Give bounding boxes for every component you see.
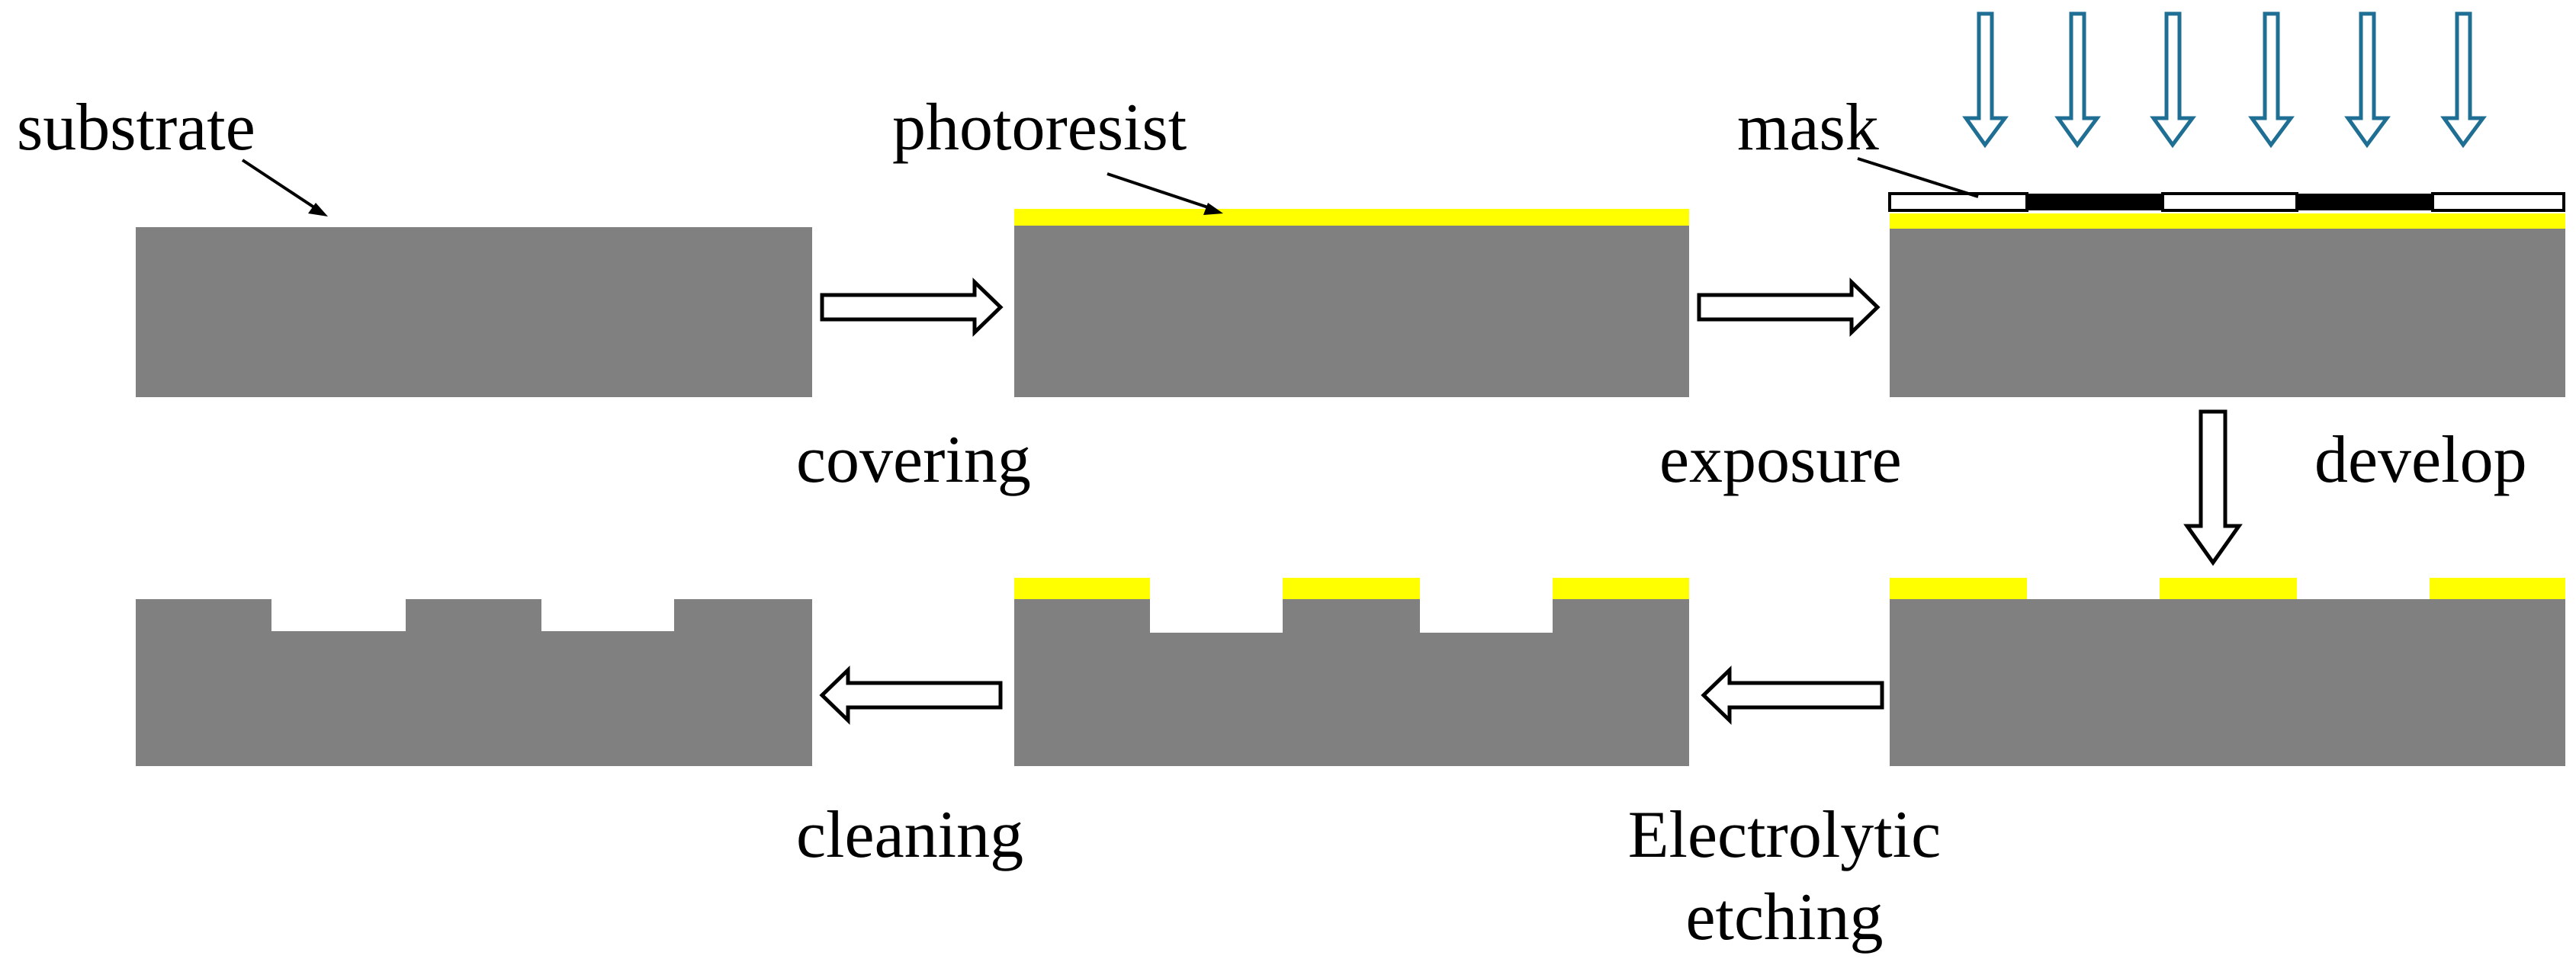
- uv-arrow-2: [2054, 11, 2101, 149]
- substrate-block-2: [1014, 226, 1689, 397]
- label-develop: develop: [2314, 423, 2527, 497]
- label-mask: mask: [1737, 91, 1879, 165]
- label-electrolytic: Electrolytic: [1627, 798, 1942, 872]
- label-exposure: exposure: [1659, 423, 1902, 497]
- uv-arrow-4: [2248, 11, 2295, 149]
- photoresist-pattern-b3: [1553, 578, 1689, 599]
- uv-arrow-1: [1962, 11, 2009, 149]
- substrate-block-5: [1014, 599, 1689, 766]
- substrate-block-1: [136, 227, 812, 397]
- photoresist-pointer-head: [1203, 203, 1223, 215]
- mask-pointer: [1857, 157, 1979, 198]
- photoresist-pattern-b2: [1283, 578, 1420, 599]
- process-arrow-cleaning: [819, 665, 1003, 725]
- substrate-block-6: [136, 599, 812, 766]
- label-covering: covering: [796, 423, 1031, 497]
- substrate-block-4: [1890, 599, 2565, 766]
- photoresist-pattern-a1: [1890, 578, 2027, 599]
- photoresist-pattern-a3: [2430, 578, 2565, 599]
- mask-clear-1: [1888, 192, 2028, 212]
- uv-arrow-3: [2150, 11, 2196, 149]
- label-cleaning: cleaning: [796, 798, 1024, 872]
- photoresist-pointer: [1107, 172, 1213, 210]
- substrate-pointer: [241, 159, 320, 212]
- substrate-pointer-head: [308, 203, 328, 216]
- label-etching: etching: [1685, 880, 1884, 954]
- mask-dark-2: [2297, 194, 2433, 210]
- mask-dark-1: [2027, 194, 2163, 210]
- substrate-block-3: [1890, 229, 2565, 397]
- process-arrow-etching: [1701, 665, 1884, 725]
- label-photoresist: photoresist: [892, 91, 1187, 165]
- uv-arrow-5: [2344, 11, 2391, 149]
- photoresist-layer-3: [1890, 213, 2565, 229]
- photoresist-layer-2: [1014, 209, 1689, 226]
- uv-light-arrows: [1962, 11, 2487, 149]
- mask-clear-2: [2161, 192, 2298, 212]
- uv-arrow-6: [2440, 11, 2487, 149]
- process-arrow-covering: [820, 277, 1004, 337]
- label-substrate: substrate: [17, 91, 255, 165]
- process-arrow-exposure: [1697, 277, 1881, 337]
- photoresist-pattern-b1: [1014, 578, 1150, 599]
- process-arrow-develop: [2183, 409, 2243, 566]
- mask-clear-3: [2431, 192, 2565, 212]
- photoresist-pattern-a2: [2160, 578, 2297, 599]
